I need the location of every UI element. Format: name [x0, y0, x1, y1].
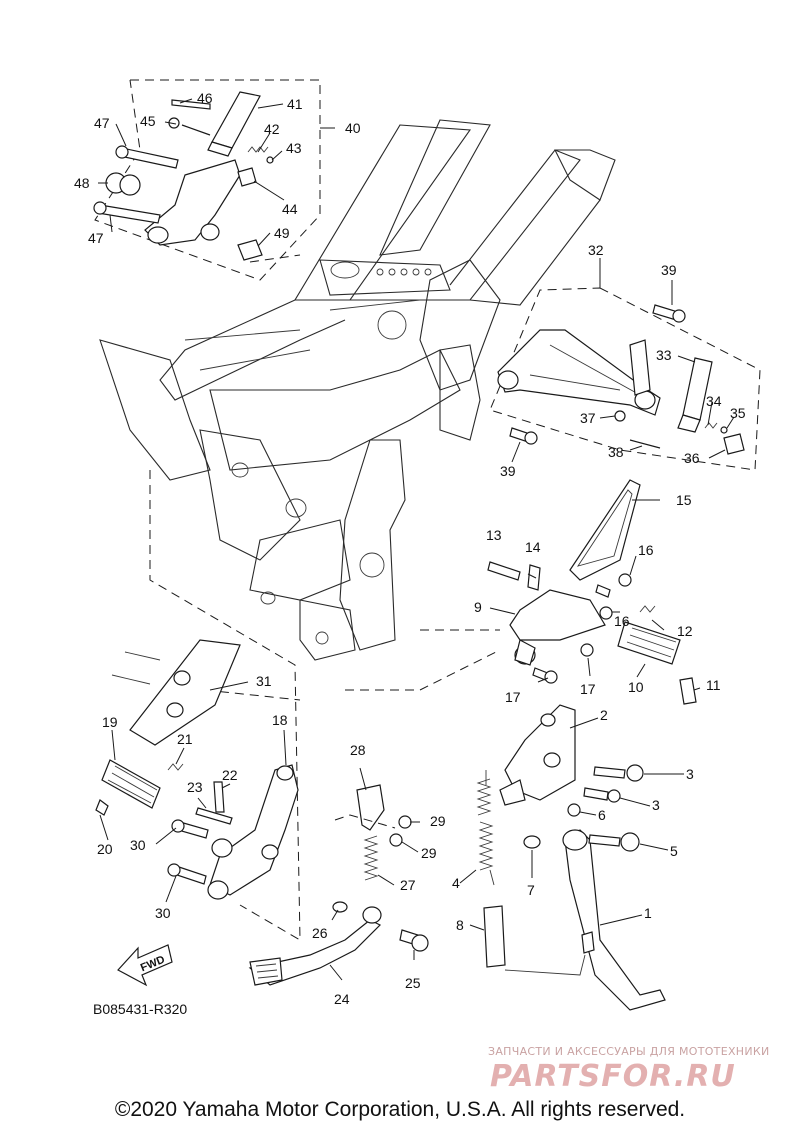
callout-29: 29: [421, 845, 437, 861]
callout-17: 17: [505, 689, 521, 705]
callout-16: 16: [638, 542, 654, 558]
callout-42: 42: [264, 121, 280, 137]
callout-18: 18: [272, 712, 288, 728]
callout-10: 10: [628, 679, 644, 695]
watermark-brand: PARTSFOR.RU: [490, 1059, 736, 1094]
copyright-notice: ©2020 Yamaha Motor Corporation, U.S.A. A…: [114, 1098, 686, 1121]
callout-41: 41: [287, 96, 303, 112]
callout-26: 26: [312, 925, 328, 941]
frame-drawing: [99, 119, 616, 661]
callout-6: 6: [598, 807, 606, 823]
callout-7: 7: [527, 882, 535, 898]
callout-16: 16: [614, 613, 630, 629]
callout-17: 17: [580, 681, 596, 697]
callout-49: 49: [274, 225, 290, 241]
callout-14: 14: [525, 539, 541, 555]
fwd-arrow-icon: FWD: [117, 944, 173, 987]
callout-23: 23: [187, 779, 203, 795]
callout-11: 11: [706, 677, 721, 693]
callout-4: 4: [452, 875, 460, 891]
callout-39: 39: [661, 262, 677, 278]
callout-24: 24: [334, 991, 350, 1007]
callout-3: 3: [652, 797, 660, 813]
callout-31: 31: [256, 673, 272, 689]
callout-3: 3: [686, 766, 694, 782]
callout-37: 37: [580, 410, 596, 426]
callout-labels: 1 2 3 3 4 5 6 7 8 9 10 11 12 13 14 15 16…: [74, 90, 746, 1007]
callout-38: 38: [608, 444, 624, 460]
callout-29: 29: [430, 813, 446, 829]
rear-footrest-assembly-right: [489, 258, 761, 471]
drawing-code: B085431-R320: [93, 1001, 187, 1017]
callout-32: 32: [588, 242, 604, 258]
front-footrest-left-and-shift: [95, 470, 429, 986]
callout-12: 12: [677, 623, 693, 639]
sidestand-assembly: [459, 704, 684, 1011]
callout-33: 33: [656, 347, 672, 363]
callout-9: 9: [474, 599, 482, 615]
watermark-tagline: ЗАПЧАСТИ И АКСЕССУАРЫ ДЛЯ МОТОТЕХНИКИ: [488, 1045, 770, 1058]
callout-34: 34: [706, 393, 722, 409]
callout-22: 22: [222, 767, 238, 783]
callout-20: 20: [97, 841, 113, 857]
callout-5: 5: [670, 843, 678, 859]
callout-25: 25: [405, 975, 421, 991]
callout-28: 28: [350, 742, 366, 758]
callout-15: 15: [676, 492, 692, 508]
callout-30: 30: [155, 905, 171, 921]
callout-46: 46: [197, 90, 213, 106]
callout-39: 39: [500, 463, 516, 479]
callout-8: 8: [456, 917, 464, 933]
callout-35: 35: [730, 405, 746, 421]
callout-47: 47: [94, 115, 110, 131]
callout-44: 44: [282, 201, 298, 217]
callout-48: 48: [74, 175, 90, 191]
callout-47: 47: [88, 230, 104, 246]
callout-36: 36: [684, 450, 700, 466]
callout-45: 45: [140, 113, 156, 129]
front-footrest-right: [345, 479, 701, 705]
callout-43: 43: [286, 140, 302, 156]
rear-footrest-assembly-left: [93, 79, 335, 281]
callout-21: 21: [177, 731, 193, 747]
callout-19: 19: [102, 714, 118, 730]
callout-1: 1: [644, 905, 652, 921]
callout-27: 27: [400, 877, 416, 893]
callout-40: 40: [345, 120, 361, 136]
callout-2: 2: [600, 707, 608, 723]
callout-13: 13: [486, 527, 502, 543]
callout-30: 30: [130, 837, 146, 853]
